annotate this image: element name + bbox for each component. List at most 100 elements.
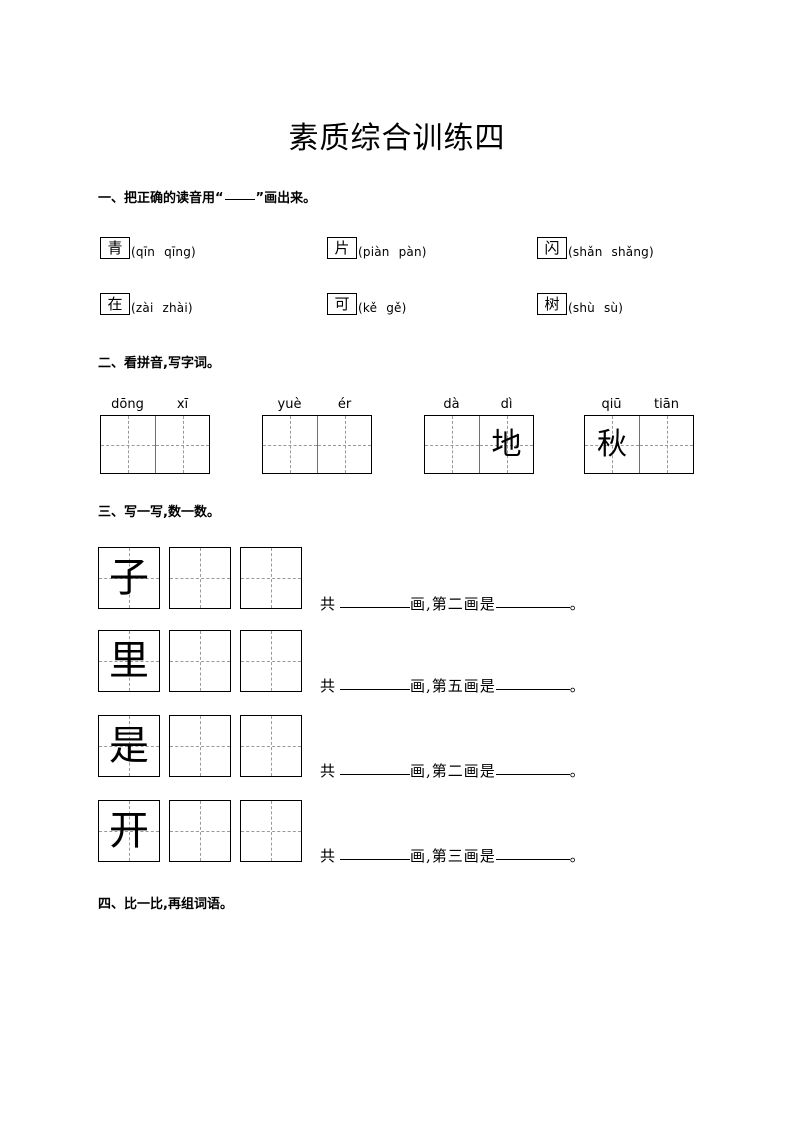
stroke-count-line-2[interactable]: 共 画,第五画是 。 xyxy=(320,679,586,694)
stroke-nth-blank-3[interactable] xyxy=(495,774,570,775)
pronunciation-option-4b[interactable]: zhài xyxy=(162,301,188,315)
pronunciation-option-5b[interactable]: gě xyxy=(386,301,402,315)
stroke-square-4-3[interactable] xyxy=(240,800,302,862)
tianzi-grid-1[interactable] xyxy=(100,415,210,474)
pronunciation-option-1a[interactable]: qīn xyxy=(135,245,156,259)
stroke-square-1-3[interactable] xyxy=(240,547,302,609)
stroke-nth-blank-2[interactable] xyxy=(495,689,570,690)
pinyin-word-group-1: dōng xī xyxy=(100,398,210,474)
paren-open-2: ( xyxy=(358,245,363,259)
tianzi-cell-3b[interactable]: 地 xyxy=(479,416,533,473)
tianzi-grid-2[interactable] xyxy=(262,415,372,474)
pinyin-word-group-3: dà dì 地 xyxy=(424,398,534,474)
stroke-nth-blank-1[interactable] xyxy=(495,607,570,608)
stroke-total-blank-3[interactable] xyxy=(340,774,411,775)
pronunciation-char-6: 树 xyxy=(537,293,567,315)
count-suffix-3: 。 xyxy=(569,762,586,780)
stroke-glyph-3: 是 xyxy=(109,723,149,769)
stroke-square-3-3[interactable] xyxy=(240,715,302,777)
heading-blank-line xyxy=(224,199,255,200)
pronunciation-option-5a[interactable]: kě xyxy=(362,301,378,315)
pronunciation-option-3a[interactable]: shǎn xyxy=(572,245,603,259)
count-prefix-2: 共 xyxy=(320,677,337,695)
page-title: 素质综合训练四 xyxy=(288,121,506,156)
stroke-square-3-2[interactable] xyxy=(169,715,231,777)
stroke-square-1-1[interactable]: 子 xyxy=(98,547,160,609)
tianzi-grid-4[interactable]: 秋 xyxy=(584,415,694,474)
paren-close-6: ) xyxy=(618,301,624,315)
tianzi-cell-3a[interactable] xyxy=(425,416,479,473)
stroke-square-set-4: 开 xyxy=(98,800,302,862)
pinyin-label-1b: xī xyxy=(176,397,189,412)
pronunciation-option-2a[interactable]: piàn xyxy=(362,245,390,259)
tianzi-cell-4b[interactable] xyxy=(639,416,693,473)
stroke-practice-row-2: 里 xyxy=(98,630,302,692)
tianzi-cell-2a[interactable] xyxy=(263,416,317,473)
stroke-square-2-3[interactable] xyxy=(240,630,302,692)
tianzi-cell-4a[interactable]: 秋 xyxy=(585,416,639,473)
pronunciation-options-3[interactable]: (shǎn shǎng) xyxy=(568,246,654,259)
stroke-count-line-1[interactable]: 共画,第二画是。 xyxy=(320,597,586,612)
stroke-glyph-4: 开 xyxy=(109,808,149,854)
tianzi-cell-1b[interactable] xyxy=(155,416,209,473)
count-suffix-1: 。 xyxy=(569,595,586,613)
stroke-square-1-2[interactable] xyxy=(169,547,231,609)
tianzi-glyph-4a: 秋 xyxy=(597,426,627,462)
pinyin-label-2a: yuè xyxy=(277,397,302,412)
paren-open-5: ( xyxy=(358,301,363,315)
pinyin-labels-2: yuè ér xyxy=(262,398,372,411)
pronunciation-option-2b[interactable]: pàn xyxy=(398,245,422,259)
count-mid-4: 画,第三画是 xyxy=(410,847,496,865)
count-suffix-2: 。 xyxy=(569,677,586,695)
stroke-glyph-1: 子 xyxy=(109,555,149,601)
pronunciation-char-1: 青 xyxy=(100,237,130,259)
stroke-nth-blank-4[interactable] xyxy=(495,859,570,860)
pronunciation-char-4: 在 xyxy=(100,293,130,315)
paren-open-3: ( xyxy=(568,245,573,259)
stroke-count-line-4[interactable]: 共 画,第三画是 。 xyxy=(320,849,586,864)
pronunciation-option-6a[interactable]: shù xyxy=(572,301,595,315)
tianzi-glyph-3b: 地 xyxy=(491,426,522,462)
stroke-count-line-3[interactable]: 共画,第二画是。 xyxy=(320,764,586,779)
pinyin-word-group-2: yuè ér xyxy=(262,398,372,474)
count-mid-2: 画,第五画是 xyxy=(410,677,496,695)
section-two-heading: 二、看拼音,写字词。 xyxy=(98,356,220,371)
stroke-total-blank-2[interactable] xyxy=(340,689,411,690)
pronunciation-char-2: 片 xyxy=(327,237,357,259)
paren-close-4: ) xyxy=(187,301,193,315)
tianzi-grid-3[interactable]: 地 xyxy=(424,415,534,474)
stroke-square-3-1[interactable]: 是 xyxy=(98,715,160,777)
stroke-square-2-2[interactable] xyxy=(169,630,231,692)
paren-open-4: ( xyxy=(131,301,136,315)
section-three-heading: 三、写一写,数一数。 xyxy=(98,505,220,520)
count-prefix-4: 共 xyxy=(320,847,337,865)
paren-close-3: ) xyxy=(648,245,654,259)
pronunciation-option-3b[interactable]: shǎng xyxy=(611,245,649,259)
tianzi-cell-2b[interactable] xyxy=(317,416,371,473)
count-suffix-4: 。 xyxy=(569,847,586,865)
stroke-glyph-2: 里 xyxy=(109,638,149,684)
pronunciation-option-4a[interactable]: zài xyxy=(135,301,154,315)
section-one-heading-suffix: ”画出来。 xyxy=(255,191,317,206)
stroke-total-blank-4[interactable] xyxy=(340,859,411,860)
pinyin-labels-4: qiū tiān xyxy=(584,398,694,411)
pronunciation-option-6b[interactable]: sù xyxy=(603,301,619,315)
stroke-square-4-2[interactable] xyxy=(169,800,231,862)
stroke-square-4-1[interactable]: 开 xyxy=(98,800,160,862)
stroke-practice-row-3: 是 xyxy=(98,715,302,777)
stroke-square-2-1[interactable]: 里 xyxy=(98,630,160,692)
tianzi-cell-1a[interactable] xyxy=(101,416,155,473)
pronunciation-option-1b[interactable]: qīng xyxy=(164,245,192,259)
stroke-total-blank-1[interactable] xyxy=(340,607,411,608)
